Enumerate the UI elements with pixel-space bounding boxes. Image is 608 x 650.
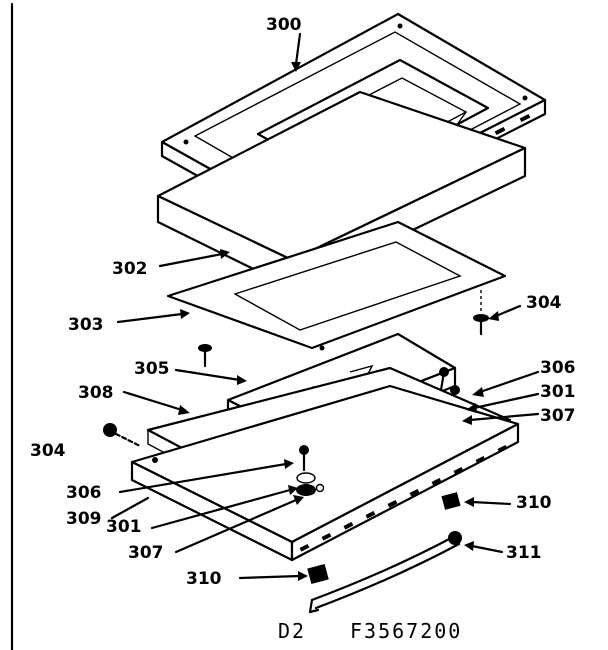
- label-307-left: 307: [128, 543, 164, 563]
- label-309: 309: [66, 509, 102, 529]
- leader-lines: [110, 32, 540, 581]
- footer-section: D2: [278, 619, 306, 643]
- label-300: 300: [266, 15, 302, 35]
- screw-304-upper: [473, 290, 489, 336]
- label-308: 308: [78, 383, 114, 403]
- label-305: 305: [134, 359, 170, 379]
- label-311: 311: [506, 543, 542, 563]
- label-303: 303: [68, 315, 104, 335]
- part-311-handle: [308, 531, 462, 614]
- part-303-gasket-plate: [166, 220, 507, 351]
- label-302: 302: [112, 259, 148, 279]
- footer-code: F3567200: [350, 619, 462, 643]
- lower-fastener-stack: [296, 445, 316, 496]
- label-310-right: 310: [516, 493, 552, 513]
- label-310-left: 310: [186, 569, 222, 589]
- screw-304-left: [103, 423, 142, 448]
- screw-upper-left: [198, 344, 212, 368]
- part-310-foot-right: [441, 492, 461, 510]
- label-306-left: 306: [66, 483, 102, 503]
- part-labels: 300 302 303 304 305 306 301 307 308 304 …: [30, 15, 576, 589]
- label-307-right: 307: [540, 406, 576, 426]
- label-301-left: 301: [106, 517, 142, 537]
- base-vent-slots: [299, 444, 508, 552]
- label-304-upper: 304: [526, 293, 562, 313]
- label-306-right: 306: [540, 358, 576, 378]
- label-304-left: 304: [30, 441, 66, 461]
- part-310-foot-left: [307, 563, 329, 585]
- label-301-right: 301: [540, 382, 576, 402]
